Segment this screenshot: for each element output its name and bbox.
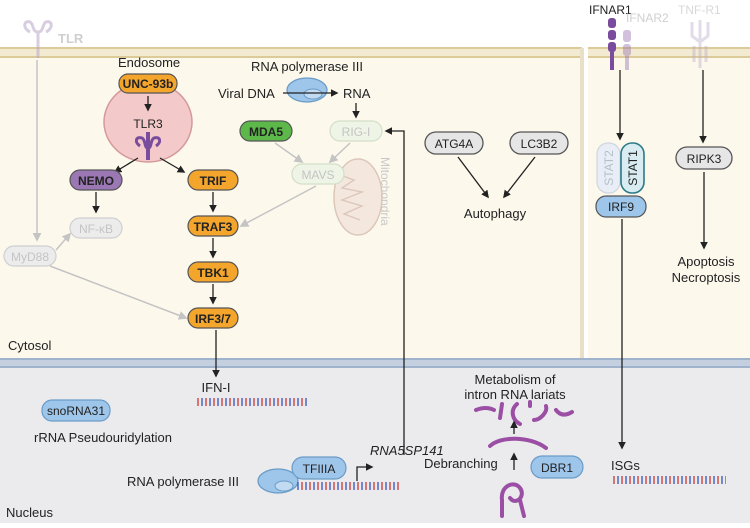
- mda5-label: MDA5: [249, 125, 283, 139]
- tbk1-label: TBK1: [197, 266, 229, 280]
- trif-node[interactable]: [187, 169, 239, 191]
- mitochondria-label: Mitochondria: [378, 157, 392, 226]
- tfiiia-label: TFIIIA: [303, 462, 336, 476]
- nuclear-rna-polymerase-icon: [257, 468, 299, 494]
- irf9-node[interactable]: [595, 195, 647, 218]
- ifn-label: IFN-I: [202, 380, 231, 395]
- traf3-node[interactable]: [187, 215, 239, 237]
- rna-lariat-icon: [499, 482, 526, 518]
- tnfr1-receptor-icon: [690, 20, 710, 68]
- rigi-label: RIG-I: [342, 125, 371, 139]
- atg4a-node[interactable]: [424, 131, 484, 155]
- ifnar2-label: IFNAR2: [626, 11, 669, 25]
- rna-pol-nuc-label: RNA polymerase III: [127, 474, 239, 489]
- tlr3-to-nemo-arrow: [113, 157, 139, 173]
- nfkb-node[interactable]: [69, 217, 123, 239]
- nfkb-label: NF-κB: [79, 222, 113, 236]
- myd88-to-nfkb-arrow: [55, 232, 72, 251]
- rna5sp141-gene-dna: [296, 482, 401, 490]
- tbk1-node[interactable]: [187, 261, 239, 283]
- nucleus-label: Nucleus: [6, 505, 53, 520]
- linear-rna-icon: [488, 436, 548, 450]
- nemo-label: NEMO: [78, 174, 114, 188]
- metabolism-label-line2: intron RNA lariats: [464, 387, 566, 402]
- necroptosis-label: Necroptosis: [672, 270, 741, 285]
- atg4a-label: ATG4A: [435, 137, 473, 151]
- isgs-gene-dna: [612, 476, 726, 484]
- tlr3-label: TLR3: [133, 117, 163, 131]
- stat1-node[interactable]: [620, 142, 645, 194]
- autophagy-label: Autophagy: [464, 206, 527, 221]
- apoptosis-label: Apoptosis: [677, 254, 735, 269]
- dbr1-label: DBR1: [541, 461, 573, 475]
- nemo-node[interactable]: [69, 169, 123, 191]
- tlr3-receptor-icon: [134, 132, 162, 160]
- ifnar2-receptor-icon: [623, 30, 631, 70]
- rrna-pseudouridylation-label: rRNA Pseudouridylation: [34, 430, 172, 445]
- cytosol-label: Cytosol: [8, 338, 51, 353]
- rna-polymerase-icon: [286, 77, 328, 103]
- atg4a-to-autophagy-arrow: [457, 156, 489, 199]
- metabolism-label-line1: Metabolism of: [475, 372, 556, 387]
- tnfr1-label: TNF-R1: [678, 3, 721, 17]
- transcription-start-arrow: [356, 463, 374, 481]
- tlr3-to-trif-arrow: [159, 157, 186, 173]
- myd88-to-irf37-arrow: [49, 265, 188, 320]
- mda5-node[interactable]: [239, 120, 293, 142]
- traf3-label: TRAF3: [194, 220, 233, 234]
- mavs-to-traf3-arrow: [239, 185, 317, 227]
- isgs-label: ISGs: [611, 458, 640, 473]
- nuclear-membrane: [0, 358, 750, 368]
- lc3b2-node[interactable]: [509, 131, 569, 155]
- ripk3-label: RIPK3: [687, 152, 722, 166]
- myd88-label: MyD88: [11, 250, 49, 264]
- endosome-title: Endosome: [118, 55, 180, 70]
- stat1-label: STAT1: [626, 150, 640, 186]
- dbr1-node[interactable]: [530, 455, 584, 479]
- ifnar1-label: IFNAR1: [589, 3, 632, 17]
- stat2-label: STAT2: [602, 150, 616, 186]
- lc3b2-label: LC3B2: [521, 137, 558, 151]
- rna-pol-cyto-title: RNA polymerase III: [251, 59, 363, 74]
- myd88-node[interactable]: [3, 245, 57, 267]
- ifn-gene-dna: [196, 398, 308, 406]
- viral-dna-label: Viral DNA: [218, 86, 275, 101]
- tlr-label: TLR: [58, 31, 84, 46]
- irf9-label: IRF9: [608, 200, 634, 214]
- rna5sp141-label: RNA5SP141: [370, 443, 444, 458]
- irf37-node[interactable]: [187, 307, 239, 329]
- lc3b2-to-autophagy-arrow: [503, 156, 536, 199]
- ifnar1-receptor-icon: [608, 18, 616, 70]
- tfiiia-node[interactable]: [291, 456, 347, 480]
- rna-fragments-icon: [474, 400, 574, 426]
- rigi-to-mavs-arrow: [328, 142, 351, 164]
- unc93b-node[interactable]: [118, 73, 178, 94]
- mavs-node[interactable]: [291, 163, 345, 185]
- mda5-to-mavs-arrow: [274, 142, 304, 164]
- mitochondria-icon: [333, 158, 383, 236]
- plasma-membrane: [0, 47, 750, 359]
- unc93b-label: UNC-93b: [123, 77, 174, 91]
- irf37-label: IRF3/7: [195, 312, 231, 326]
- tlr-receptor-icon: [23, 20, 53, 58]
- snorna31-label: snoRNA31: [47, 404, 105, 418]
- mavs-label: MAVS: [301, 168, 334, 182]
- stat2-node[interactable]: [596, 142, 621, 194]
- debranching-label: Debranching: [424, 456, 498, 471]
- ripk3-node[interactable]: [675, 146, 733, 170]
- rna5sp141-to-rigi-arrow: [384, 127, 405, 455]
- snorna31-node[interactable]: [41, 399, 111, 422]
- rigi-node[interactable]: [329, 120, 383, 142]
- rna-label: RNA: [343, 86, 371, 101]
- trif-label: TRIF: [200, 174, 227, 188]
